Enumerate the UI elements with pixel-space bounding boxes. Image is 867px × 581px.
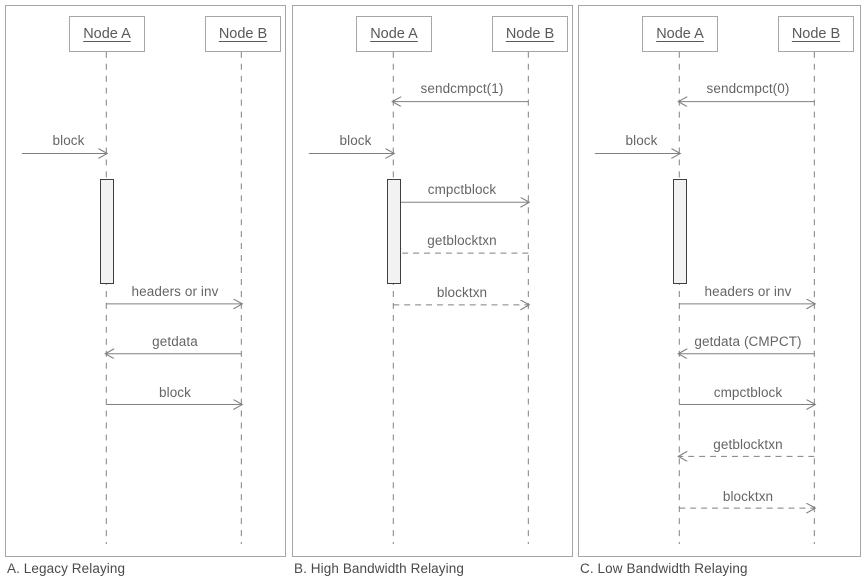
message-label-sendcmpct-0-: sendcmpct(0) <box>706 81 790 96</box>
message-label-cmpctblock: cmpctblock <box>713 385 783 400</box>
node-box-a[interactable]: Node A <box>356 16 432 52</box>
panel-b-caption: B. High Bandwidth Relaying <box>294 561 464 576</box>
panel-c: Node A Node B sendcmpct(0) block headers or … <box>578 5 861 557</box>
message-label-getdata: getdata <box>152 334 198 349</box>
message-label-getblocktxn: getblocktxn <box>427 233 497 248</box>
panel-c-canvas <box>594 51 860 545</box>
message-label-block: block <box>339 133 372 148</box>
node-box-a[interactable]: Node A <box>642 16 718 52</box>
node-box-label: Node B <box>218 26 268 42</box>
message-label-headers-or-inv: headers or inv <box>704 284 792 299</box>
node-box-label: Node A <box>370 26 418 42</box>
activation-bar-node-a <box>387 179 401 284</box>
node-box-label: Node A <box>656 26 704 42</box>
panel-a: Node A Node B block headers or inv getdata bl… <box>5 5 286 557</box>
activation-bar-node-a <box>673 179 687 284</box>
node-box-b[interactable]: Node B <box>778 16 854 52</box>
message-label-cmpctblock: cmpctblock <box>427 182 497 197</box>
panel-b: Node A Node B sendcmpct(1) block cmpctblock g… <box>292 5 573 557</box>
message-label-block: block <box>52 133 85 148</box>
message-label-getdata-cmpct-: getdata (CMPCT) <box>694 334 802 349</box>
message-label-getblocktxn: getblocktxn <box>713 437 783 452</box>
node-box-b[interactable]: Node B <box>205 16 281 52</box>
panel-c-caption: C. Low Bandwidth Relaying <box>580 561 748 576</box>
panel-a-caption: A. Legacy Relaying <box>7 561 126 576</box>
message-label-sendcmpct-1-: sendcmpct(1) <box>420 81 504 96</box>
message-label-headers-or-inv: headers or inv <box>131 284 219 299</box>
message-label-blocktxn: blocktxn <box>436 285 488 300</box>
panel-a-canvas <box>21 51 285 545</box>
activation-bar-node-a <box>100 179 114 284</box>
node-box-label: Node B <box>791 26 841 42</box>
node-box-b[interactable]: Node B <box>492 16 568 52</box>
message-label-block: block <box>625 133 658 148</box>
message-label-blocktxn: blocktxn <box>722 489 774 504</box>
message-label-block: block <box>158 385 192 400</box>
panel-b-canvas <box>308 51 572 545</box>
node-box-a[interactable]: Node A <box>69 16 145 52</box>
node-box-label: Node A <box>83 26 131 42</box>
node-box-label: Node B <box>505 26 555 42</box>
